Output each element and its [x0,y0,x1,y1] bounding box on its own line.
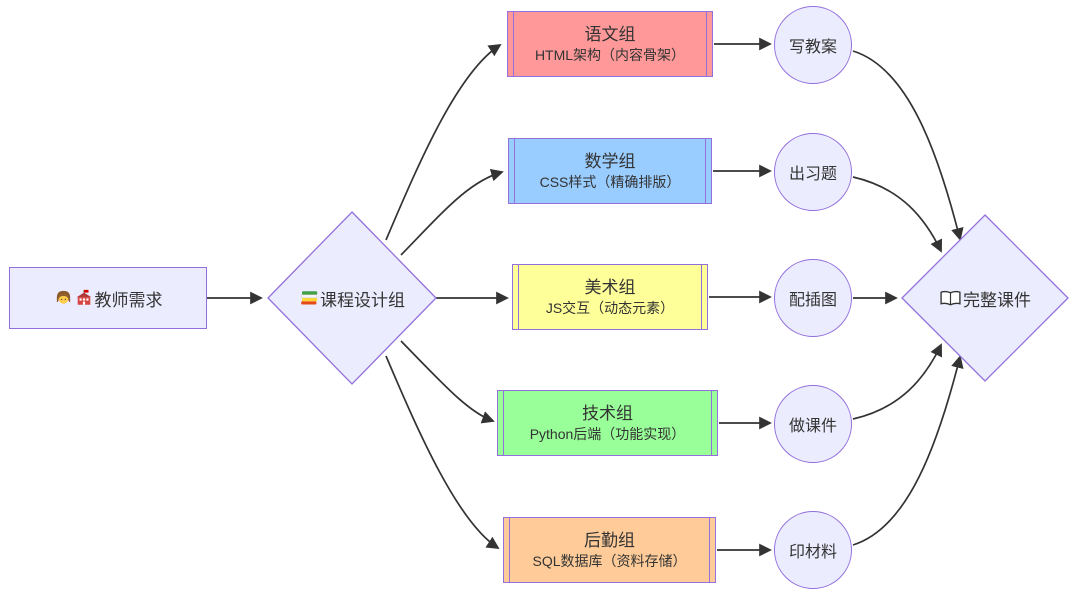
edge-group [207,37,964,557]
group-subtitle: HTML架构（内容骨架） [534,47,686,63]
edge-hub-group2 [400,168,504,256]
group-title: 技术组 [582,404,633,423]
node-group-art: 美术组 JS交互（动态元素） [512,264,708,330]
edge-task5-end [852,355,964,546]
task-label: 写教案 [788,39,837,56]
edge-task4-end [852,343,943,420]
edge-hub-group5 [385,355,500,550]
group-title: 后勤组 [584,531,635,550]
node-complete-courseware-label: 完整课件 [963,290,1031,310]
node-task-lesson-plan: 写教案 [774,6,852,84]
group-subtitle: JS交互（动态元素） [545,300,675,316]
woman-emoji-icon [54,289,73,308]
node-task-exercises: 出习题 [774,133,852,211]
node-teacher-needs: 教师需求 [9,267,207,329]
edge-task1-end [852,50,964,241]
group-subtitle: CSS样式（精确排版） [539,174,681,190]
task-label: 出习题 [788,166,837,183]
node-group-logistics: 后勤组 SQL数据库（资料存储） [503,517,716,583]
node-task-materials: 印材料 [774,511,852,589]
node-course-design-hub: 课程设计组 [270,212,434,384]
group-title: 美术组 [584,278,636,297]
school-emoji-icon [75,289,93,307]
node-group-math: 数学组 CSS样式（精确排版） [508,138,712,204]
task-label: 印材料 [788,544,837,561]
group-subtitle: SQL数据库（资料存储） [532,553,687,569]
task-label: 做课件 [788,418,837,435]
hub-diamond-shape [267,211,437,385]
edge-hub-group1 [385,43,502,241]
node-course-design-hub-label: 课程设计组 [320,290,405,310]
node-group-chinese: 语文组 HTML架构（内容骨架） [507,11,713,77]
books-emoji-icon [299,288,319,308]
group-title: 语文组 [584,25,636,44]
task-label: 配插图 [788,292,837,309]
edge-hub-group4 [400,340,495,424]
open-book-emoji-icon [939,289,962,308]
node-teacher-needs-label: 教师需求 [94,290,163,310]
end-diamond-shape [901,214,1069,382]
node-task-illustrations: 配插图 [774,259,852,337]
group-subtitle: Python后端（功能实现） [529,426,686,442]
edge-task2-end [852,176,943,253]
node-group-tech: 技术组 Python后端（功能实现） [497,390,718,456]
group-title: 数学组 [584,152,636,171]
node-task-courseware: 做课件 [774,385,852,463]
node-complete-courseware: 完整课件 [904,215,1066,381]
